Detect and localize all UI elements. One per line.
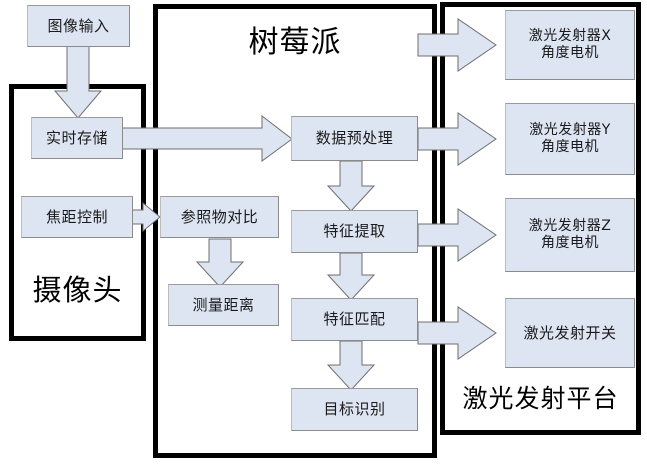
node-laser-emitter-x-line1: 激光发射器X bbox=[528, 27, 612, 44]
node-laser-emitter-z[interactable]: 激光发射器Z 角度电机 bbox=[505, 198, 635, 272]
node-feature-match[interactable]: 特征匹配 bbox=[291, 298, 418, 341]
node-image-input[interactable]: 图像输入 bbox=[27, 5, 130, 47]
node-laser-emitter-y[interactable]: 激光发射器Y 角度电机 bbox=[505, 103, 635, 175]
container-label-camera: 摄像头 bbox=[32, 273, 123, 307]
node-laser-emitter-z-line2: 角度电机 bbox=[541, 235, 599, 251]
node-laser-emitter-z-line1: 激光发射器Z bbox=[528, 217, 612, 234]
node-target-recognition[interactable]: 目标识别 bbox=[291, 388, 418, 431]
node-laser-emitter-x-line2: 角度电机 bbox=[541, 45, 599, 61]
node-laser-emitter-y-line1: 激光发射器Y bbox=[529, 121, 611, 138]
container-label-laser-platform: 激光发射平台 bbox=[462, 384, 619, 413]
node-reference-compare[interactable]: 参照物对比 bbox=[160, 196, 279, 238]
node-measure-distance[interactable]: 测量距离 bbox=[168, 284, 279, 326]
node-laser-switch[interactable]: 激光发射开关 bbox=[505, 298, 635, 368]
container-label-raspberry-pi: 树莓派 bbox=[248, 25, 342, 60]
node-realtime-storage[interactable]: 实时存储 bbox=[31, 117, 123, 159]
node-laser-emitter-y-line2: 角度电机 bbox=[541, 139, 599, 155]
node-focus-control[interactable]: 焦距控制 bbox=[21, 196, 133, 238]
node-laser-emitter-x[interactable]: 激光发射器X 角度电机 bbox=[505, 10, 635, 80]
node-feature-extract[interactable]: 特征提取 bbox=[291, 210, 418, 253]
node-data-preprocess[interactable]: 数据预处理 bbox=[291, 116, 418, 161]
